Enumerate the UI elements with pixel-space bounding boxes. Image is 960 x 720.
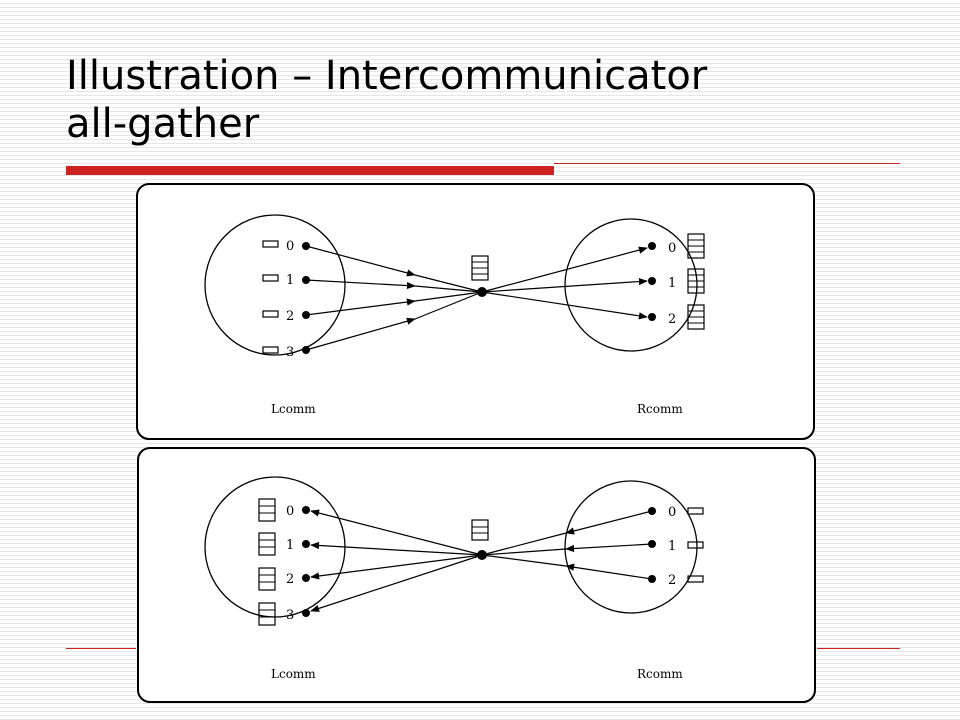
process-node	[648, 242, 656, 250]
gathered-buffer-icon	[687, 304, 705, 330]
top-gathered-buffer-icon	[471, 255, 489, 281]
bottom-right-comm-circle	[564, 480, 698, 614]
process-node	[648, 575, 656, 583]
gathered-buffer-icon	[258, 602, 276, 626]
bottom-panel: 0 1 2 3	[137, 447, 816, 703]
gathered-buffer-icon	[687, 268, 705, 294]
allgather-diagram: 0 1 2 3	[136, 183, 816, 703]
send-buffer-icon	[687, 575, 704, 583]
process-node	[648, 507, 656, 515]
top-outbound-arrows	[481, 246, 648, 320]
process-node	[648, 277, 656, 285]
rank-label: 0	[286, 504, 294, 519]
process-node	[302, 540, 310, 548]
process-node	[648, 313, 656, 321]
send-buffer-icon	[262, 310, 279, 318]
send-buffer-icon	[687, 541, 704, 549]
send-buffer-icon	[687, 507, 704, 515]
slide-title: Illustration – Intercommunicator all-gat…	[66, 52, 906, 148]
bottom-right-rank-0: 0	[648, 505, 704, 520]
rank-label: 2	[286, 572, 294, 587]
gathered-buffer-icon	[258, 498, 276, 522]
bottom-right-rank-2: 2	[648, 573, 704, 588]
rank-label: 3	[286, 608, 294, 623]
rank-label: 1	[286, 273, 294, 288]
bottom-left-comm-label: Lcomm	[271, 667, 316, 681]
rank-label: 0	[286, 239, 294, 254]
top-right-rank-0: 0	[648, 233, 705, 259]
bottom-left-rank-1: 1	[258, 532, 310, 556]
bottom-left-rank-2: 2	[258, 567, 310, 591]
top-left-comm-circle	[204, 214, 346, 356]
top-panel-frame	[136, 183, 815, 440]
top-inbound-arrows	[305, 245, 483, 351]
slide-title-line-1: Illustration – Intercommunicator	[66, 53, 708, 99]
top-right-rank-2: 2	[648, 304, 705, 330]
rank-label: 2	[668, 573, 676, 588]
bottom-gathered-buffer-icon	[471, 519, 489, 541]
bottom-right-comm-label: Rcomm	[637, 667, 683, 681]
send-buffer-icon	[262, 274, 279, 282]
top-left-comm-label: Lcomm	[271, 402, 316, 416]
title-accent-bar	[66, 166, 554, 175]
rank-label: 2	[668, 312, 676, 327]
bottom-outbound-arrows	[310, 509, 483, 612]
rank-label: 1	[668, 539, 676, 554]
rank-label: 2	[286, 309, 294, 324]
rank-label: 0	[668, 505, 676, 520]
send-buffer-icon	[262, 346, 279, 354]
footer-line-right	[817, 648, 900, 649]
top-panel: 0 1 2 3	[136, 183, 815, 440]
allgather-figure: 0 1 2 3	[135, 182, 817, 705]
bottom-inbound-arrows	[481, 510, 653, 580]
top-right-rank-1: 1	[648, 268, 705, 294]
footer-line-left	[66, 648, 136, 649]
process-node	[648, 540, 656, 548]
bottom-left-rank-0: 0	[258, 498, 310, 522]
bottom-right-rank-1: 1	[648, 539, 704, 554]
bottom-left-rank-3: 3	[258, 602, 310, 626]
gathered-buffer-icon	[258, 567, 276, 591]
title-accent-line	[554, 163, 900, 164]
process-node	[302, 609, 310, 617]
top-right-comm-circle	[564, 218, 698, 352]
top-right-comm-label: Rcomm	[637, 402, 683, 416]
slide-title-line-2: all-gather	[66, 101, 260, 147]
rank-label: 3	[286, 345, 294, 360]
gathered-buffer-icon	[258, 532, 276, 556]
rank-label: 0	[668, 241, 676, 256]
gathered-buffer-icon	[687, 233, 705, 259]
send-buffer-icon	[262, 240, 279, 248]
rank-label: 1	[286, 538, 294, 553]
rank-label: 1	[668, 276, 676, 291]
process-node	[302, 506, 310, 514]
process-node	[302, 574, 310, 582]
